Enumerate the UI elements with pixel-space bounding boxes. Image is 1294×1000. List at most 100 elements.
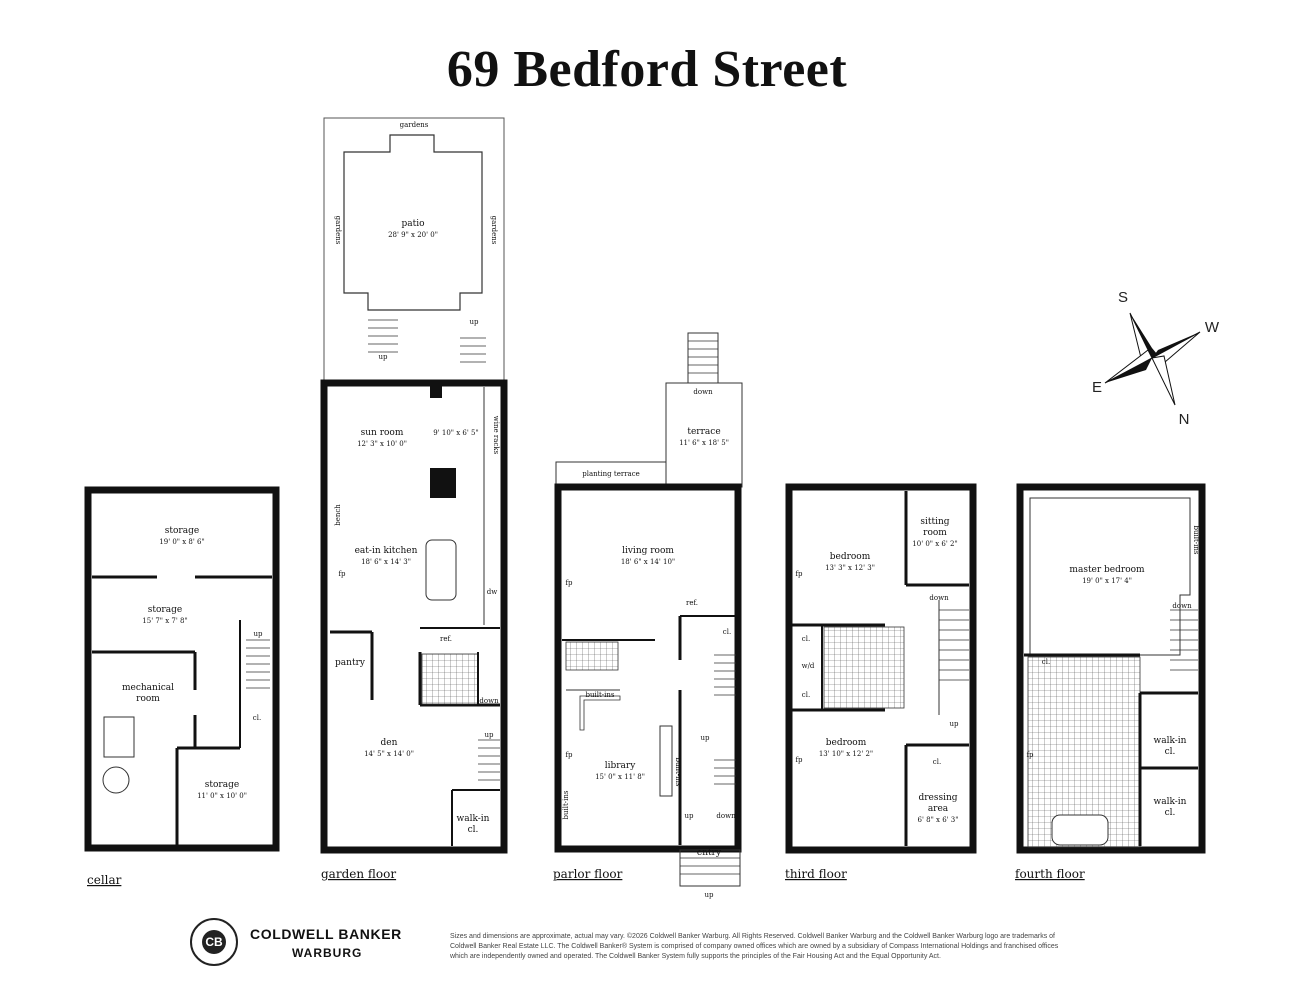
room-label: walk-in [1154,736,1187,746]
stair-label: down [929,594,949,602]
room-label: storage [205,780,239,790]
room-label: area [928,804,949,814]
room-label: walk-in [1154,797,1187,807]
room-label: bedroom [830,552,871,562]
garden-floor-plan: gardens gardens gardens patio 28' 9" x 2… [320,117,508,881]
room-dims: 15' 0" x 11' 8" [595,773,645,781]
brand-subname: WARBURG [292,946,363,960]
room-dims: 12' 3" x 10' 0" [357,440,407,448]
fixture-label: ref. [440,635,452,643]
compass-s: S [1118,289,1128,306]
compass-w: W [1205,319,1220,336]
fireplace-label: fp [795,570,803,578]
fixture-label: built-ins [674,758,682,787]
brand-name: COLDWELL BANKER [250,926,402,942]
stair-label: up [470,318,480,326]
closet-label: cl. [802,691,810,699]
stair-label: down [479,697,499,705]
room-label: master bedroom [1069,565,1145,575]
room-label: terrace [687,427,720,437]
fireplace-label: fp [1026,751,1034,759]
entry-label: entry [697,848,722,858]
cellar-plan: storage 19' 0" x 8' 6" storage 15' 7" x … [84,486,280,887]
room-label: planting terrace [582,470,640,478]
room-dims: 9' 10" x 6' 5" [433,429,478,437]
room-dims: 13' 3" x 12' 3" [825,564,875,572]
room-label: cl. [1165,747,1176,757]
room-label: mechanical [122,683,174,693]
room-label: den [381,738,398,748]
fixture-label: w/d [802,662,815,670]
brand-seal-mark: CB [202,930,226,954]
brand-logo: CB COLDWELL BANKER WARBURG [190,918,430,970]
stair-label: up [950,720,960,728]
stair-label: up [485,731,495,739]
fireplace-label: fp [565,579,573,587]
room-dims: 18' 6" x 14' 10" [621,558,675,566]
fireplace-label: fp [795,756,803,764]
room-dims: 6' 8" x 6' 3" [918,816,959,824]
compass-rose: S W E N [1092,289,1220,428]
room-label: room [923,528,947,538]
room-label: sun room [361,428,404,438]
fixture-label: wine racks [492,416,500,455]
stair-label: down [693,388,713,396]
room-label: storage [148,605,182,615]
room-label: walk-in [457,814,490,824]
fixture-label: bench [334,504,342,526]
closet-label: cl. [802,635,810,643]
closet-label: cl. [723,628,731,636]
garden-label: gardens [334,216,342,245]
floor-label-cellar: cellar [87,873,122,887]
disclaimer-text: Sizes and dimensions are approximate, ac… [450,933,1059,960]
floor-label-garden: garden floor [321,867,396,881]
room-label: cl. [468,825,479,835]
brand-seal: CB [190,918,238,966]
page-title: 69 Bedford Street [446,41,848,98]
floor-label-parlor: parlor floor [553,867,623,881]
room-dims: 18' 6" x 14' 3" [361,558,411,566]
fixture-label: built-ins [1192,526,1200,555]
fixture-label: ref. [686,599,698,607]
third-floor-plan: bedroom 13' 3" x 12' 3" sitting room 10'… [785,483,977,881]
garden-label: gardens [400,121,429,129]
stair-label: up [254,630,264,638]
stair-label: up [705,891,715,899]
fixture-label: dw [487,588,497,596]
parlor-floor-plan: down terrace 11' 6" x 18' 5" planting te… [553,332,743,899]
room-dims: 19' 0" x 8' 6" [159,538,204,546]
room-label: cl. [1165,808,1176,818]
room-label: room [136,694,160,704]
room-label: library [605,761,636,771]
room-label: pantry [335,658,366,668]
room-dims: 13' 10" x 12' 2" [819,750,873,758]
fourth-floor-plan: master bedroom 19' 0" x 17' 4" built-ins… [1015,483,1206,881]
closet-label: cl. [1042,658,1050,666]
room-label: eat-in kitchen [355,546,418,556]
room-dims: 28' 9" x 20' 0" [388,231,438,239]
room-label: patio [401,219,424,229]
fixture-label: built-ins [586,691,615,699]
room-dims: 10' 0" x 6' 2" [912,540,957,548]
fireplace-label: fp [565,751,573,759]
stair-label: down [716,812,736,820]
fixture-label: built-ins [562,790,570,819]
room-dims: 14' 5" x 14' 0" [364,750,414,758]
stair-label: up [701,734,711,742]
closet-label: cl. [253,714,261,722]
room-label: sitting [920,517,949,527]
compass-n: N [1179,411,1190,428]
room-dims: 11' 0" x 10' 0" [197,792,247,800]
room-dims: 19' 0" x 17' 4" [1082,577,1132,585]
compass-e: E [1092,379,1102,396]
floor-label-third: third floor [785,867,847,881]
room-dims: 15' 7" x 7' 8" [142,617,187,625]
room-dims: 11' 6" x 18' 5" [679,439,729,447]
garden-label: gardens [490,216,498,245]
stair-label: up [379,353,389,361]
floor-label-fourth: fourth floor [1015,867,1085,881]
room-label: storage [165,526,199,536]
room-label: bedroom [826,738,867,748]
fireplace-label: fp [338,570,346,578]
